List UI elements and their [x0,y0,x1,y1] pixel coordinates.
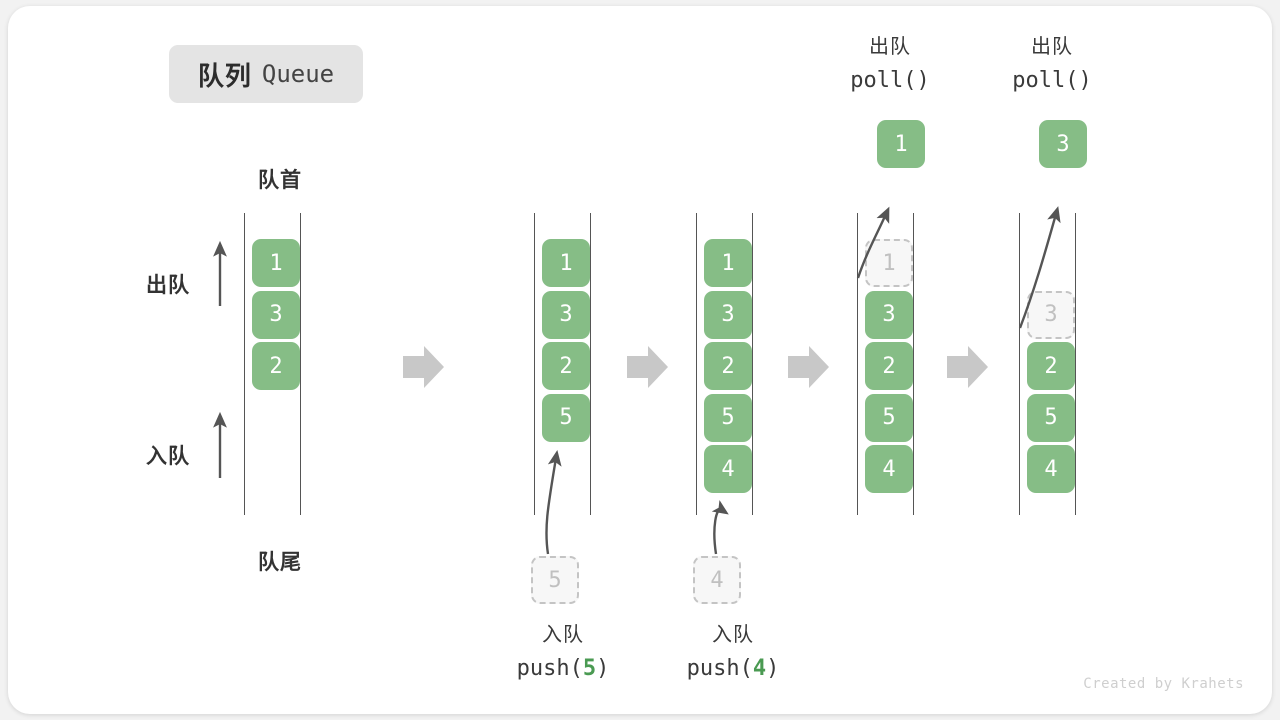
queue-ghost-slot: 1 [865,239,913,287]
title-chinese: 队列 [197,60,252,91]
queue-element: 4 [704,445,752,493]
incoming-ghost-element: 5 [531,556,579,604]
push-5-arrow-icon [545,449,562,555]
queue-element: 4 [865,445,913,493]
popped-element: 3 [1039,120,1087,168]
title-english: Queue [261,60,335,88]
op-label-poll-1-cn: 出队 [869,36,911,58]
flow-arrow-4-icon [947,346,988,388]
op-push-4-arg: 4 [752,656,767,681]
op-label-poll-2: 出队 poll() [982,30,1122,98]
queue-element: 1 [704,239,752,287]
queue-element: 2 [1027,342,1075,390]
op-label-poll-1-code: poll() [850,68,930,93]
queue-element: 2 [704,342,752,390]
queue-element: 5 [704,393,752,442]
queue-element: 2 [865,342,913,390]
queue-rail [300,213,301,515]
arrow-overlay [213,206,1061,555]
op-label-poll-2-code: poll() [1012,68,1092,93]
op-label-push-4: 入队 push(4) [658,618,808,686]
op-label-push-4-code: push(4) [686,656,780,681]
queue-ghost-slot: 3 [1027,290,1075,339]
op-push-5-arg: 5 [582,656,597,681]
op-label-push-5: 入队 push(5) [488,618,638,686]
title-badge: 队列 Queue [169,45,363,103]
popped-element: 1 [877,120,925,168]
op-label-push-4-cn: 入队 [712,624,754,646]
enqueue-direction-label: 入队 [146,445,190,468]
push-4-arrow-icon [711,499,729,555]
diagram-stage: 队列 Queue 队首 队尾 出队 入队 出队 poll() 出队 poll()… [8,6,1272,714]
dequeue-direction-label: 出队 [146,274,190,297]
queue-element: 2 [542,342,590,390]
queue-element: 1 [252,239,300,287]
op-label-poll-2-cn: 出队 [1031,36,1073,58]
flow-arrow-2-icon [627,346,668,388]
queue-head-label: 队首 [258,169,302,192]
queue-rail [590,213,591,515]
queue-rail [1075,213,1076,515]
flow-arrow-1-icon [403,346,444,388]
op-label-poll-1: 出队 poll() [820,30,960,98]
queue-tail-label: 队尾 [258,551,302,574]
queue-element: 2 [252,342,300,390]
queue-rail [244,213,245,515]
queue-element: 3 [865,290,913,339]
queue-rail [913,213,914,515]
diagram-card: 队列 Queue 队首 队尾 出队 入队 出队 poll() 出队 poll()… [8,6,1272,714]
flow-arrow-3-icon [788,346,829,388]
queue-element: 3 [704,290,752,339]
op-label-push-5-code: push(5) [516,656,610,681]
queue-rail [696,213,697,515]
queue-element: 5 [1027,393,1075,442]
queue-element: 3 [252,290,300,339]
queue-rail [857,213,858,515]
queue-element: 1 [542,239,590,287]
queue-rail [1019,213,1020,515]
queue-element: 4 [1027,445,1075,493]
queue-rail [752,213,753,515]
queue-element: 5 [865,393,913,442]
watermark: Created by Krahets [1083,676,1244,692]
queue-element: 5 [542,393,590,442]
op-label-push-5-cn: 入队 [542,624,584,646]
incoming-ghost-element: 4 [693,556,741,604]
queue-element: 3 [542,290,590,339]
queue-rail [534,213,535,515]
